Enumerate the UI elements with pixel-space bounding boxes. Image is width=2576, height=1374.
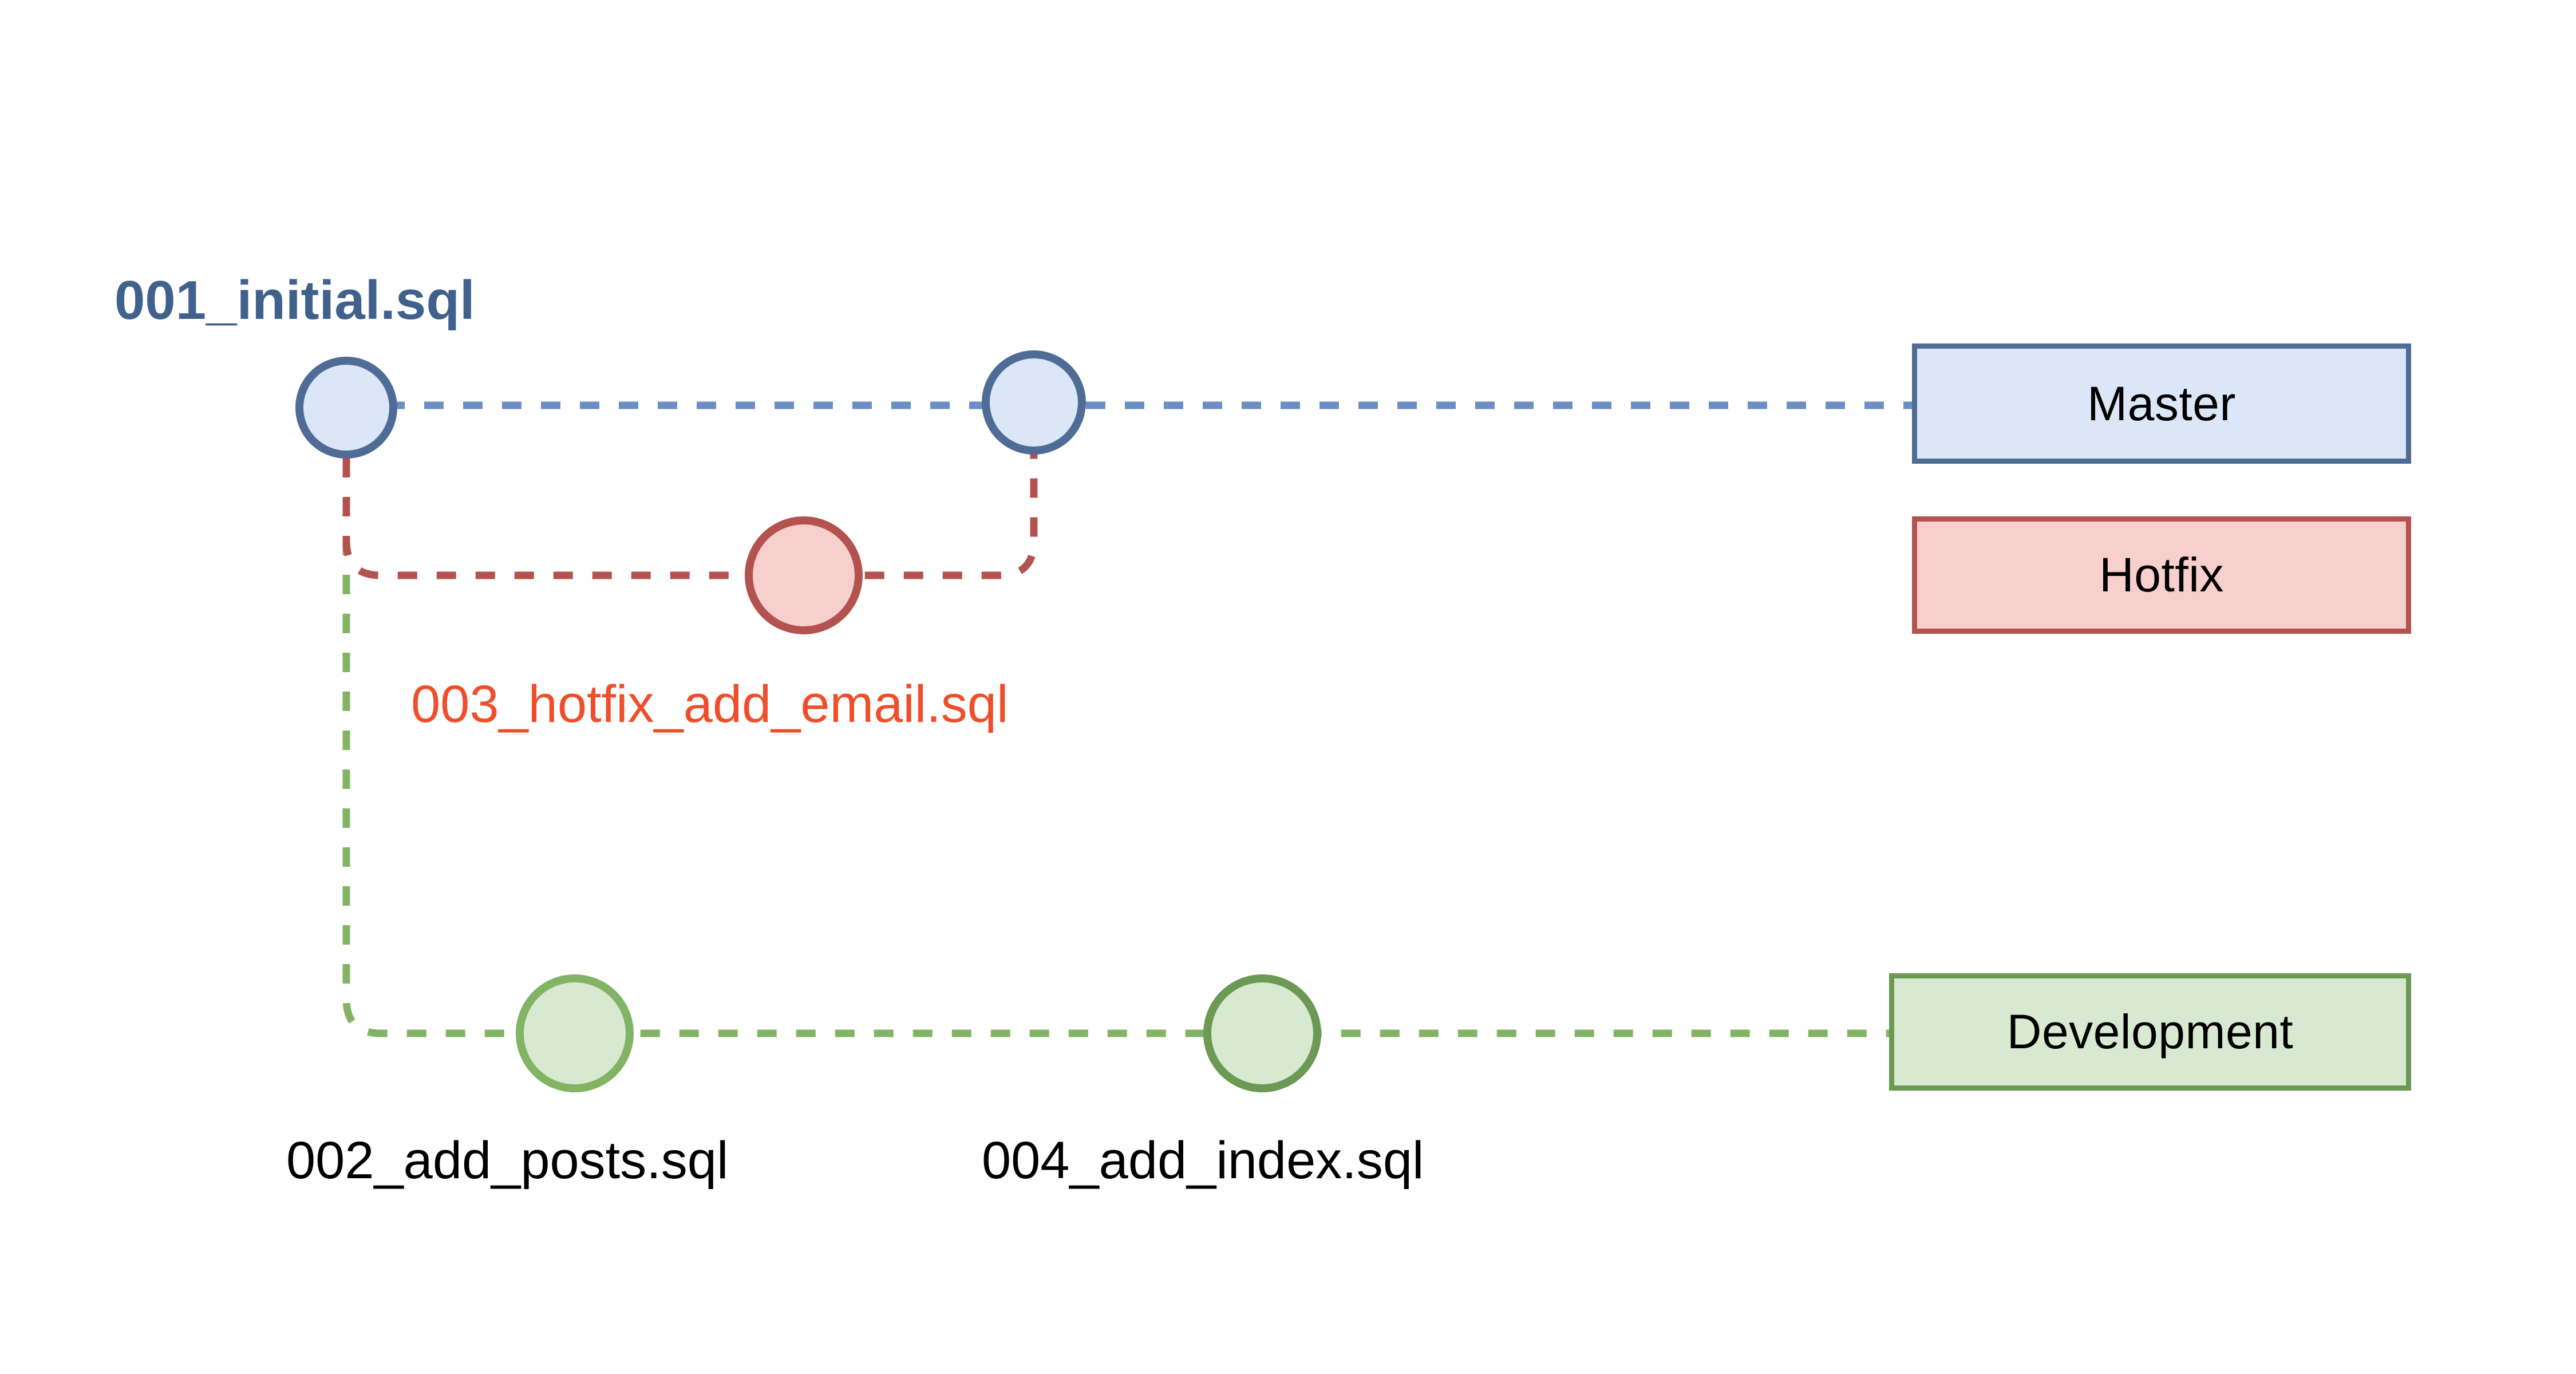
legend-box-development[interactable]: Development [1889,973,2411,1091]
legend-box-hotfix[interactable]: Hotfix [1912,516,2411,634]
node-label-003-hotfix-add-email: 003_hotfix_add_email.sql [411,675,1009,733]
edge-hotfix-line [342,453,1038,579]
legend-box-master[interactable]: Master [1912,344,2411,464]
node-002-add-posts[interactable] [516,974,634,1092]
node-004-add-index[interactable] [1203,974,1321,1092]
node-label-001-initial: 001_initial.sql [114,270,475,331]
node-label-004-add-index: 004_add_index.sql [982,1131,1424,1190]
edge-development-line [342,458,2411,1037]
legend-label-hotfix: Hotfix [2099,548,2224,602]
legend-label-master: Master [2087,376,2236,431]
node-001-initial[interactable] [295,357,397,459]
legend-label-development: Development [2006,1005,2294,1059]
node-003-hotfix-add-email[interactable] [745,516,863,634]
node-label-002-add-posts: 002_add_posts.sql [286,1131,729,1190]
node-master-merge[interactable] [982,350,1086,455]
